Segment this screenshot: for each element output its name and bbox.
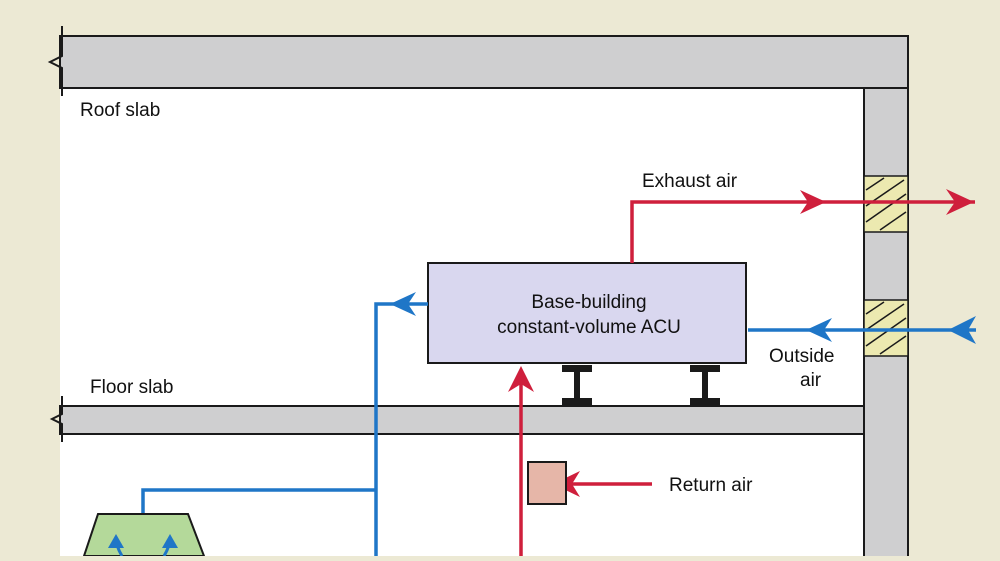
supply-air-path [141,302,428,556]
exhaust-arrow [800,189,974,215]
beam-support-left [562,365,592,405]
roof-slab-label: Roof slab [80,100,160,121]
acu-label-line1: Base-building [531,292,646,313]
outside-air-label-line1: Outside [769,346,834,367]
outside-air-arrow [806,316,976,344]
floor-slab-break-line [49,396,63,442]
exhaust-louver [863,175,909,233]
roof-slab-break-line [47,26,63,96]
supply-air-arrow [390,292,416,316]
outside-air-label-line2: air [800,370,822,391]
acu-unit [427,262,747,364]
outside-air-louver [863,299,909,357]
floor-slab-label: Floor slab [90,377,173,398]
exhaust-air-label: Exhaust air [642,171,738,192]
roof-slab [59,35,909,89]
acu-label-line2: constant-volume ACU [497,317,681,338]
beam-support-right [690,365,720,405]
diffuser-airflow-icon [108,534,178,557]
return-air-label: Return air [669,475,753,496]
exhaust-air-path [630,200,975,263]
return-grille [527,461,567,505]
supply-diffuser [82,513,206,557]
floor-slab [59,405,865,435]
